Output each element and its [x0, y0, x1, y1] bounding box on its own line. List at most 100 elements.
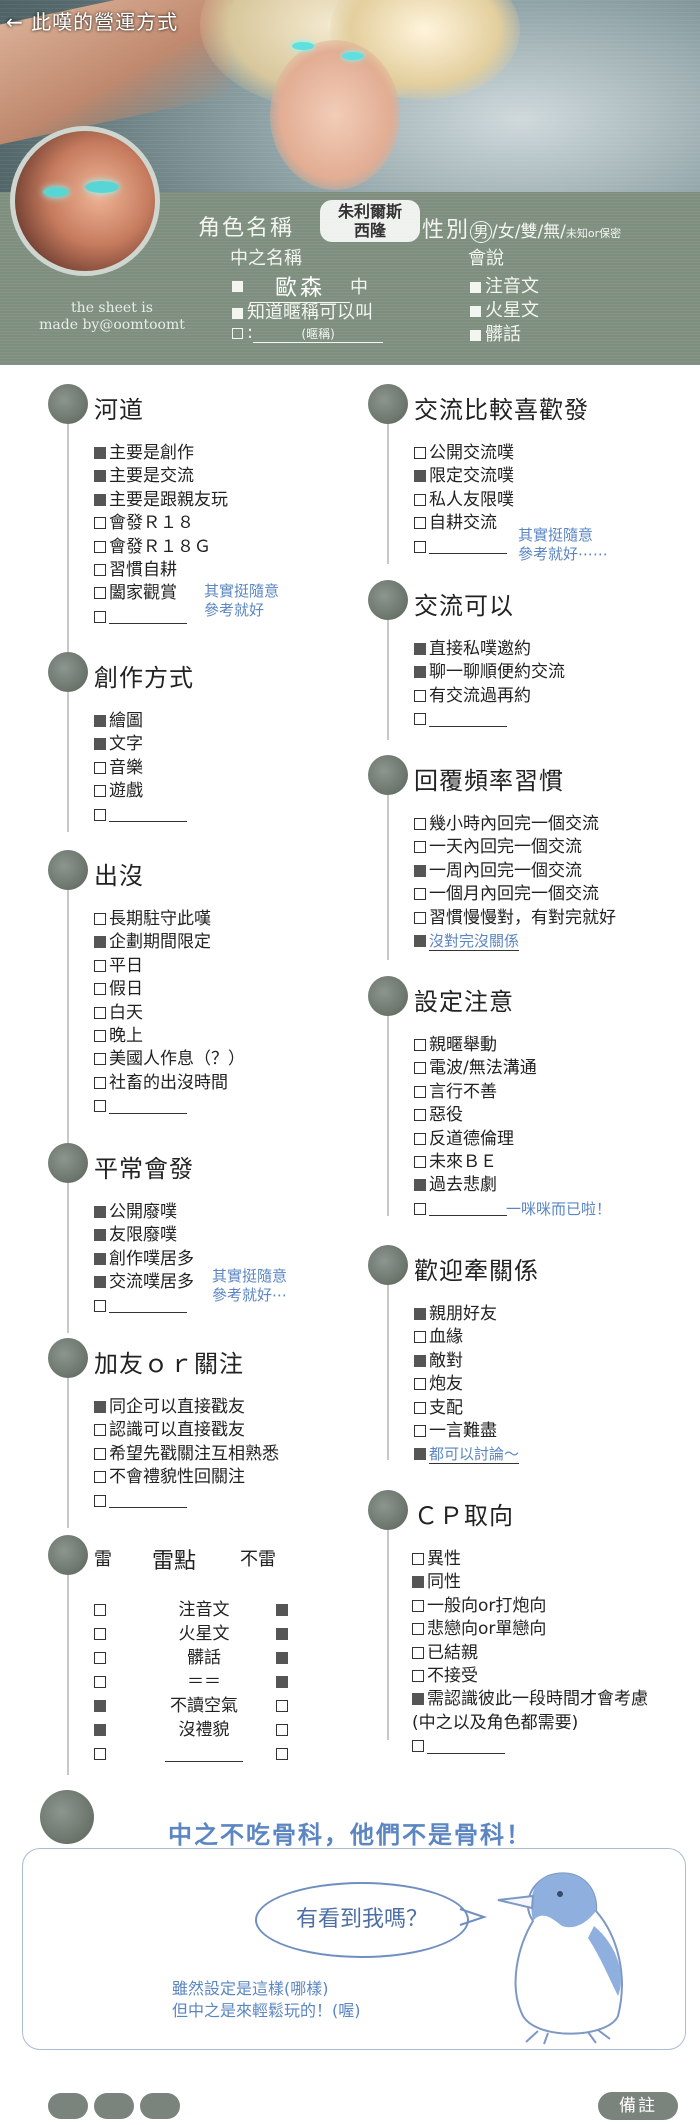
checkbox[interactable]: [94, 983, 106, 996]
checkbox[interactable]: [412, 1646, 424, 1659]
bulei-checkbox[interactable]: [276, 1724, 288, 1736]
footer-tab[interactable]: [48, 2093, 88, 2119]
option-item[interactable]: 炮友: [414, 1373, 519, 1396]
checkbox[interactable]: [412, 1553, 424, 1565]
option-item[interactable]: 企劃期間限定: [94, 931, 245, 954]
option-item[interactable]: 美國人作息（？）: [94, 1048, 245, 1071]
checkbox[interactable]: [414, 1085, 426, 1098]
option-item[interactable]: 公開交流噗: [414, 442, 514, 465]
option-item[interactable]: 自耕交流: [414, 512, 514, 535]
option-item[interactable]: 繪圖: [94, 710, 187, 733]
custom-blank[interactable]: [109, 609, 187, 625]
custom-blank[interactable]: [109, 807, 187, 823]
bulei-checkbox[interactable]: [276, 1604, 288, 1616]
custom-answer[interactable]: 都可以討論～: [429, 1445, 520, 1465]
checkbox[interactable]: [414, 1331, 426, 1344]
option-item[interactable]: 一周內回完一個交流: [414, 860, 616, 883]
option-item[interactable]: 假日: [94, 978, 245, 1001]
checkbox[interactable]: [414, 540, 426, 553]
checkbox[interactable]: [94, 1471, 106, 1484]
checkbox[interactable]: [94, 493, 106, 506]
option-item[interactable]: 希望先戳關注互相熟悉: [94, 1443, 279, 1466]
option-item[interactable]: 幾小時內回完一個交流: [414, 813, 616, 836]
option-item[interactable]: 反道德倫理: [414, 1128, 537, 1151]
back-title-link[interactable]: ← 此嘆的營運方式: [6, 10, 179, 34]
checkbox[interactable]: [94, 1053, 106, 1066]
option-item[interactable]: 敵對: [414, 1350, 519, 1373]
checkbox[interactable]: [414, 643, 426, 655]
checkbox[interactable]: [412, 1693, 424, 1706]
checkbox[interactable]: [414, 841, 426, 854]
checkbox[interactable]: [412, 1599, 424, 1612]
option-item[interactable]: 創作噗居多: [94, 1248, 194, 1271]
language-checkbox[interactable]: [470, 281, 481, 293]
checkbox[interactable]: [94, 447, 106, 459]
checkbox[interactable]: [412, 1623, 424, 1636]
option-item[interactable]: 主要是交流: [94, 465, 228, 488]
option-item-custom[interactable]: [414, 1198, 537, 1221]
language-checkbox[interactable]: [470, 329, 481, 341]
footer-tab[interactable]: [94, 2093, 134, 2119]
option-item[interactable]: 白天: [94, 1002, 245, 1025]
option-item[interactable]: 晚上: [94, 1025, 245, 1048]
option-item-custom[interactable]: [94, 1095, 245, 1118]
remarks-label[interactable]: 備註: [598, 2092, 678, 2120]
checkbox[interactable]: [94, 913, 106, 925]
checkbox[interactable]: [94, 761, 106, 774]
lei-checkbox[interactable]: [94, 1628, 106, 1640]
option-item[interactable]: 交流噗居多: [94, 1271, 194, 1294]
lei-checkbox[interactable]: [94, 1604, 106, 1616]
checkbox[interactable]: [94, 1006, 106, 1019]
option-item-custom[interactable]: 都可以討論～: [414, 1443, 520, 1466]
checkbox[interactable]: [94, 1401, 106, 1413]
option-item[interactable]: 限定交流噗: [414, 465, 514, 488]
checkbox[interactable]: [94, 540, 106, 553]
option-item[interactable]: 認識可以直接戳友: [94, 1419, 279, 1442]
option-item[interactable]: 悲戀向or單戀向: [412, 1618, 648, 1641]
option-item[interactable]: 一般向or打炮向: [412, 1595, 648, 1618]
checkbox[interactable]: [94, 587, 106, 600]
option-item[interactable]: 文字: [94, 733, 187, 756]
option-item[interactable]: 需認識彼此一段時間才會考慮: [412, 1688, 648, 1711]
option-item[interactable]: 會發Ｒ１８Ｇ: [94, 536, 228, 559]
checkbox[interactable]: [94, 785, 106, 798]
option-item[interactable]: 闔家觀賞: [94, 582, 228, 605]
checkbox[interactable]: [414, 1109, 426, 1122]
option-item[interactable]: 遊戲: [94, 780, 187, 803]
lei-checkbox[interactable]: [94, 1700, 106, 1712]
option-item[interactable]: 友限廢噗: [94, 1224, 194, 1247]
checkbox[interactable]: [94, 1447, 106, 1460]
custom-blank[interactable]: [429, 712, 507, 727]
option-item[interactable]: 會發Ｒ１８: [94, 512, 228, 535]
checkbox[interactable]: [94, 1494, 106, 1507]
bulei-checkbox[interactable]: [276, 1700, 288, 1712]
checkbox[interactable]: [94, 610, 106, 623]
checkbox[interactable]: [414, 1179, 426, 1192]
nickname-checkbox[interactable]: [232, 307, 243, 319]
custom-blank[interactable]: [109, 1493, 187, 1509]
checkbox[interactable]: [414, 1039, 426, 1051]
checkbox[interactable]: [414, 911, 426, 924]
checkbox[interactable]: [94, 517, 106, 530]
option-item[interactable]: 不接受: [412, 1665, 648, 1688]
option-item[interactable]: 公開廢噗: [94, 1201, 194, 1224]
checkbox[interactable]: [412, 1669, 424, 1682]
option-item[interactable]: 一天內回完一個交流: [414, 836, 616, 859]
option-item[interactable]: 異性: [412, 1548, 648, 1571]
custom-blank[interactable]: [109, 1298, 187, 1314]
checkbox[interactable]: [94, 470, 106, 483]
option-item[interactable]: 聊一聊順便約交流: [414, 661, 565, 684]
checkbox[interactable]: [414, 1155, 426, 1168]
option-item[interactable]: 一個月內回完一個交流: [414, 883, 616, 906]
option-item[interactable]: 一言難盡: [414, 1420, 519, 1443]
checkbox[interactable]: [414, 864, 426, 877]
option-item-custom[interactable]: [94, 1295, 194, 1318]
custom-blank[interactable]: [429, 1201, 507, 1217]
option-item[interactable]: 同企可以直接戳友: [94, 1396, 279, 1419]
option-item[interactable]: 過去悲劇: [414, 1174, 537, 1197]
checkbox[interactable]: [414, 818, 426, 830]
checkbox[interactable]: [94, 563, 106, 576]
bulei-checkbox[interactable]: [276, 1628, 288, 1640]
option-item[interactable]: 已結親: [412, 1642, 648, 1665]
option-item-custom[interactable]: [412, 1735, 648, 1758]
